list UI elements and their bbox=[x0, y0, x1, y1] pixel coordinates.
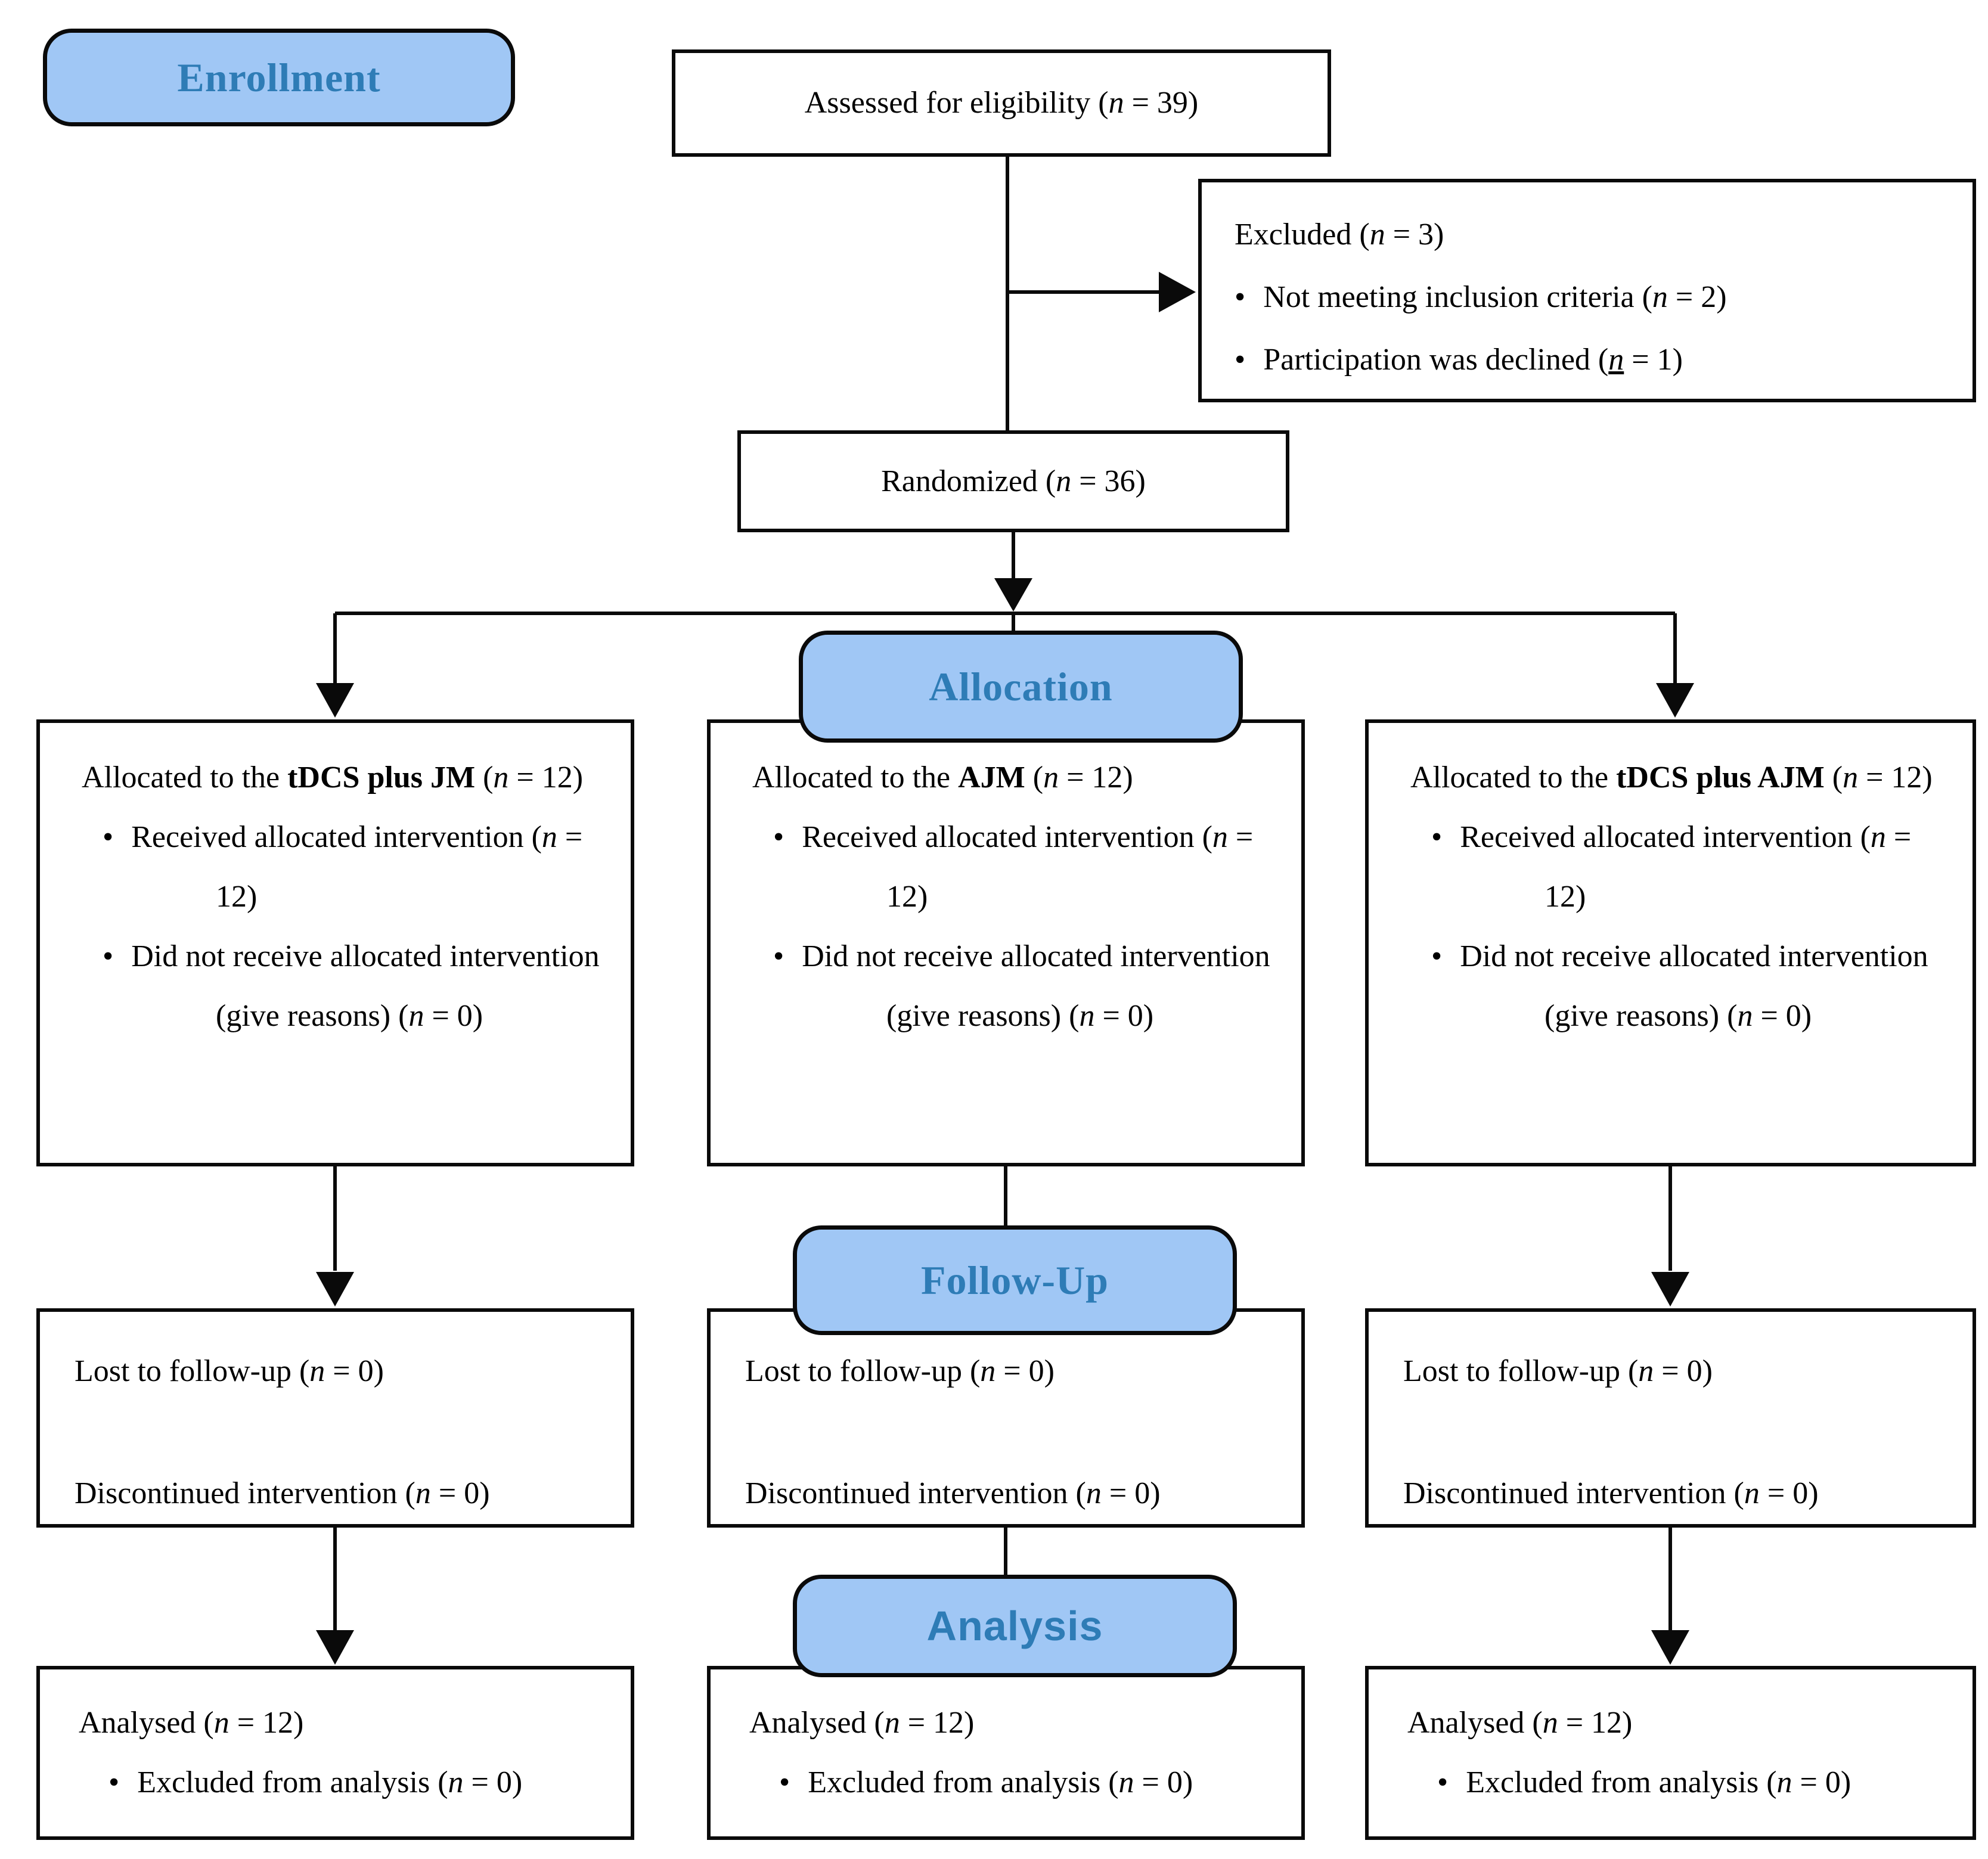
followup-banner: Follow-Up bbox=[793, 1225, 1237, 1335]
analysed-text: Analysed (n = 12) bbox=[749, 1706, 975, 1740]
lost-to-followup-text: Lost to follow-up (n = 0) bbox=[745, 1354, 1055, 1388]
allocation-bullet: Did not receive allocated intervention (… bbox=[1410, 927, 1943, 1046]
analysis-box-ajm: Analysed (n = 12) Excluded from analysis… bbox=[707, 1666, 1305, 1840]
allocation-bullet: Received allocated intervention (n = 12) bbox=[82, 808, 601, 927]
excluded-bullet: Not meeting inclusion criteria (n = 2) bbox=[1235, 266, 1949, 328]
allocation-title: Allocated to the AJM (n = 12) bbox=[752, 761, 1133, 795]
allocation-bullet: Did not receive allocated intervention (… bbox=[82, 927, 601, 1046]
allocation-bullet: Did not receive allocated intervention (… bbox=[752, 927, 1271, 1046]
lost-to-followup-text: Lost to follow-up (n = 0) bbox=[1403, 1354, 1713, 1388]
allocation-box-ajm: Allocated to the AJM (n = 12) Received a… bbox=[707, 719, 1305, 1166]
excluded-bullet: Participation was declined (n = 1) bbox=[1235, 328, 1949, 391]
excluded-title: Excluded (n = 3) bbox=[1235, 218, 1444, 252]
analysis-bullet: Excluded from analysis (n = 0) bbox=[1407, 1753, 1949, 1813]
excluded-box: Excluded (n = 3) Not meeting inclusion c… bbox=[1198, 179, 1976, 402]
analysis-box-tdcs-plus-ajm: Analysed (n = 12) Excluded from analysis… bbox=[1365, 1666, 1976, 1840]
allocation-bullet: Received allocated intervention (n = 12) bbox=[752, 808, 1271, 927]
analysed-text: Analysed (n = 12) bbox=[1407, 1706, 1633, 1740]
analysis-box-tdcs-plus-jm: Analysed (n = 12) Excluded from analysis… bbox=[36, 1666, 634, 1840]
analysis-bullet: Excluded from analysis (n = 0) bbox=[749, 1753, 1277, 1813]
analysed-text: Analysed (n = 12) bbox=[79, 1706, 304, 1740]
followup-box-ajm: Lost to follow-up (n = 0) Discontinued i… bbox=[707, 1308, 1305, 1528]
randomized-text: Randomized (n = 36) bbox=[881, 464, 1146, 498]
lost-to-followup-text: Lost to follow-up (n = 0) bbox=[75, 1354, 384, 1388]
discontinued-text: Discontinued intervention (n = 0) bbox=[745, 1476, 1161, 1510]
excluded-branch-arrow bbox=[1007, 272, 1196, 312]
assessed-box: Assessed for eligibility (n = 39) bbox=[672, 49, 1331, 157]
allocation-bullet: Received allocated intervention (n = 12) bbox=[1410, 808, 1943, 927]
discontinued-text: Discontinued intervention (n = 0) bbox=[75, 1476, 490, 1510]
discontinued-text: Discontinued intervention (n = 0) bbox=[1403, 1476, 1819, 1510]
followup-box-tdcs-plus-ajm: Lost to follow-up (n = 0) Discontinued i… bbox=[1365, 1308, 1976, 1528]
enrollment-banner: Enrollment bbox=[43, 29, 515, 126]
followup-box-tdcs-plus-jm: Lost to follow-up (n = 0) Discontinued i… bbox=[36, 1308, 634, 1528]
randomized-box: Randomized (n = 36) bbox=[737, 430, 1289, 532]
analysis-bullet: Excluded from analysis (n = 0) bbox=[79, 1753, 607, 1813]
allocation-box-tdcs-plus-jm: Allocated to the tDCS plus JM (n = 12) R… bbox=[36, 719, 634, 1166]
analysis-banner: Analysis bbox=[793, 1575, 1237, 1677]
allocation-title: Allocated to the tDCS plus AJM (n = 12) bbox=[1410, 761, 1933, 795]
allocation-box-tdcs-plus-ajm: Allocated to the tDCS plus AJM (n = 12) … bbox=[1365, 719, 1976, 1166]
allocation-banner: Allocation bbox=[799, 631, 1243, 743]
assessed-text: Assessed for eligibility (n = 39) bbox=[804, 86, 1199, 120]
allocation-title: Allocated to the tDCS plus JM (n = 12) bbox=[82, 761, 584, 795]
